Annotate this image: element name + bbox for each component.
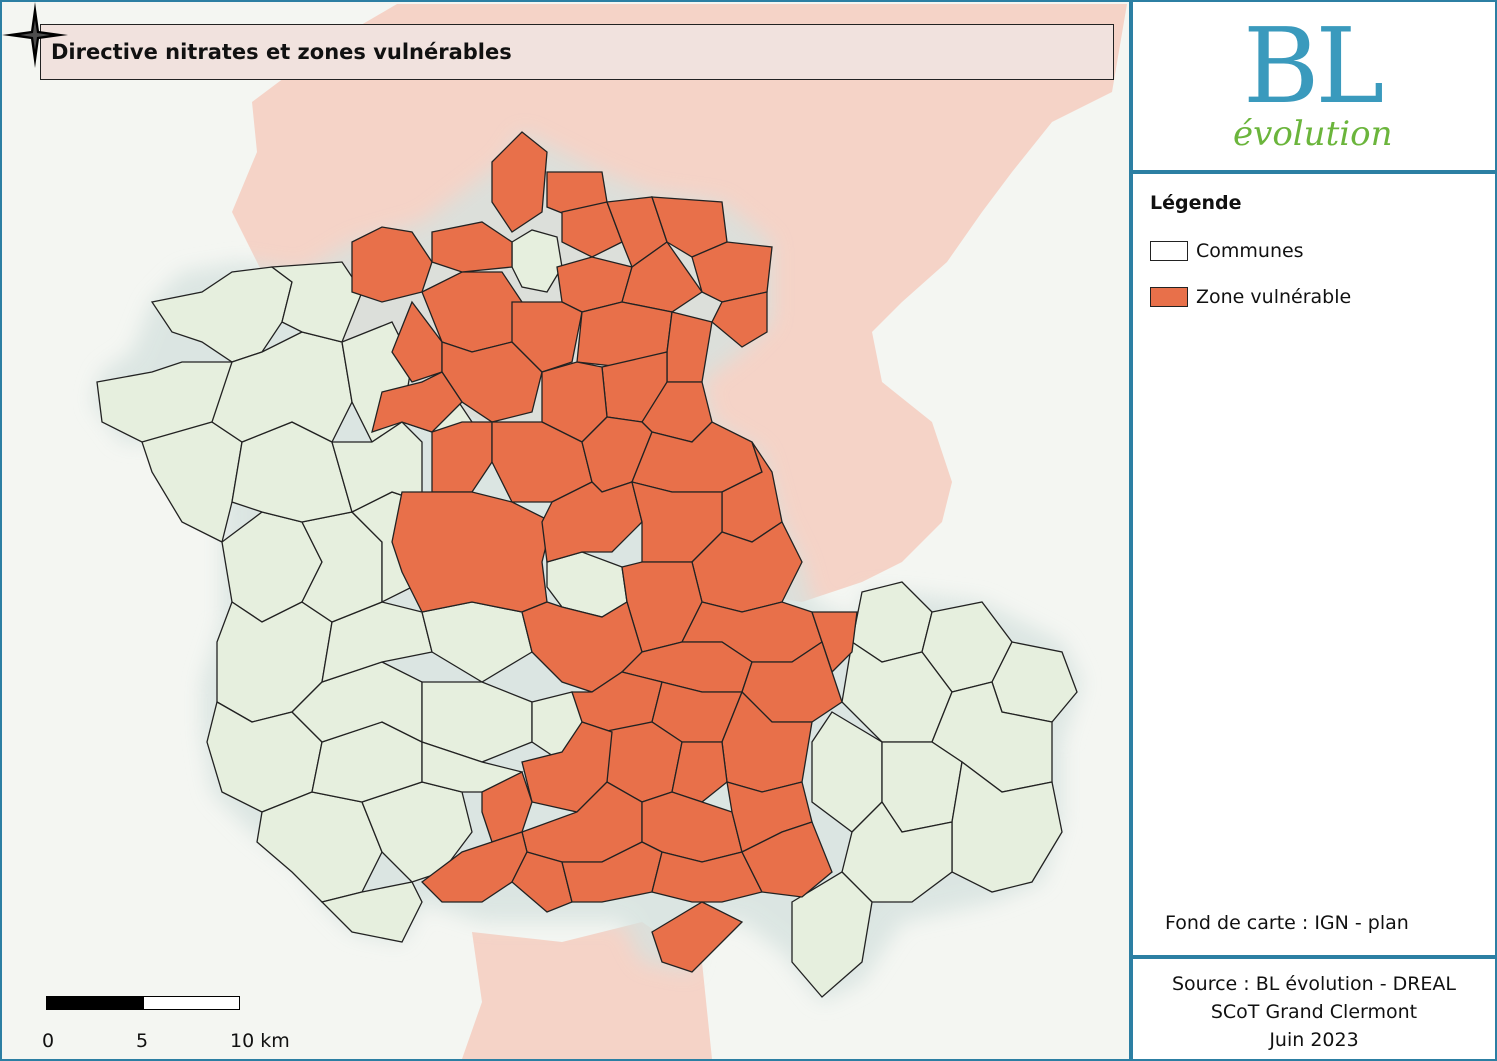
scale-bar-segment-white <box>143 996 240 1010</box>
compass-star-icon <box>2 2 68 68</box>
communes-layer <box>96 229 1078 998</box>
commune-shape[interactable] <box>270 261 363 343</box>
scale-label-0: 0 <box>42 1030 55 1052</box>
vulnerable-commune[interactable] <box>351 226 433 303</box>
source-separator <box>1133 955 1495 959</box>
vulnerable-commune[interactable] <box>521 721 613 813</box>
legend-title: Légende <box>1150 192 1242 214</box>
legend-label-zone-vulnerable: Zone vulnérable <box>1196 286 1352 308</box>
vulnerable-commune[interactable] <box>391 300 443 383</box>
commune-shape[interactable] <box>291 661 423 744</box>
logo: BL évolution <box>1133 2 1495 170</box>
map-title: Directive nitrates et zones vulnérables <box>51 40 512 64</box>
source-line-2: SCoT Grand Clermont <box>1210 1001 1418 1023</box>
logo-sub-text: évolution <box>1233 114 1393 154</box>
logo-separator <box>1133 170 1495 174</box>
scale-bar-segment-black <box>46 996 143 1010</box>
scale-label-5: 5 <box>136 1030 149 1052</box>
basemap-credit: Fond de carte : IGN - plan <box>1165 912 1409 934</box>
legend-panel: BL évolution Légende Communes Zone vulné… <box>1133 2 1495 1059</box>
commune-shape[interactable] <box>791 871 873 998</box>
vulnerable-commune[interactable] <box>621 241 703 313</box>
legend-swatch-zone-vulnerable <box>1150 287 1188 307</box>
source-block: Source : BL évolution - DREAL SCoT Grand… <box>1133 970 1495 1054</box>
commune-shape[interactable] <box>211 331 353 443</box>
vulnerable-commune[interactable] <box>561 201 623 258</box>
vulnerable-communes-layer <box>351 131 858 973</box>
vulnerable-commune[interactable] <box>741 821 833 898</box>
source-line-1: Source : BL évolution - DREAL <box>1171 973 1457 995</box>
map-title-box: Directive nitrates et zones vulnérables <box>40 24 1114 80</box>
logo-main-text: BL <box>1243 5 1384 127</box>
panel-divider <box>1129 0 1133 1061</box>
vulnerable-commune[interactable] <box>491 131 548 233</box>
vulnerable-commune[interactable] <box>511 301 583 373</box>
vulnerable-commune[interactable] <box>391 491 553 613</box>
legend-swatch-communes <box>1150 241 1188 261</box>
vulnerable-commune[interactable] <box>671 741 728 803</box>
scale-label-10km: 10 km <box>230 1030 290 1052</box>
commune-shape[interactable] <box>511 229 563 293</box>
legend-label-communes: Communes <box>1196 240 1304 262</box>
map-canvas[interactable]: Directive nitrates et zones vulnérables … <box>2 2 1129 1059</box>
source-line-3: Juin 2023 <box>1269 1029 1359 1051</box>
vulnerable-commune[interactable] <box>651 851 763 903</box>
vulnerable-commune[interactable] <box>431 221 513 273</box>
legend-item-communes: Communes <box>1150 240 1304 262</box>
legend-item-zone-vulnerable: Zone vulnérable <box>1150 286 1351 308</box>
map-svg <box>2 2 1129 1059</box>
vulnerable-commune[interactable] <box>371 371 463 433</box>
commune-shape[interactable] <box>320 881 423 943</box>
vulnerable-commune[interactable] <box>541 481 643 563</box>
commune-shape[interactable] <box>881 741 963 833</box>
vulnerable-commune[interactable] <box>651 901 744 973</box>
vulnerable-commune[interactable] <box>711 291 768 348</box>
vulnerable-commune[interactable] <box>811 611 858 674</box>
